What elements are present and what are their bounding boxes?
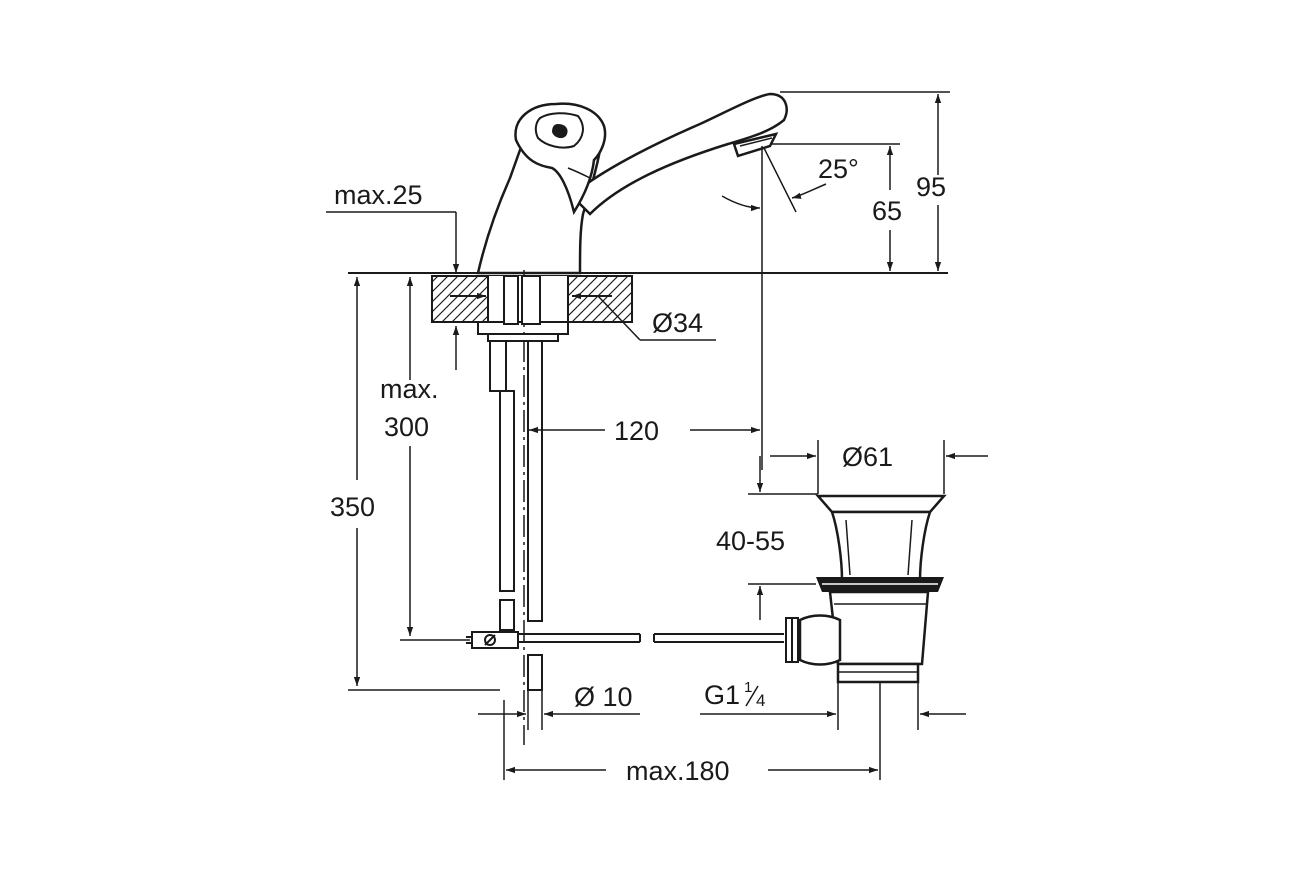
label-w120: 120 [614, 416, 659, 446]
label-max25: max.25 [334, 180, 423, 210]
hatch-line [431, 275, 469, 313]
label-max180: max.180 [626, 756, 730, 786]
hatch-line [621, 311, 633, 323]
hatch-line [611, 301, 633, 323]
label-h65: 65 [872, 196, 902, 226]
label-g-num: 1 [744, 679, 752, 696]
hatch-line [431, 275, 439, 283]
hatch-line [431, 275, 479, 323]
label-angle: 25° [818, 154, 859, 184]
label-h350: 350 [330, 492, 375, 522]
label-h95: 95 [916, 172, 946, 202]
supply-assembly [466, 270, 784, 745]
label-g-den: 4 [756, 691, 765, 710]
waste-drain [785, 494, 947, 684]
dimensions [326, 91, 988, 780]
faucet-body [476, 92, 788, 275]
hatch-line [591, 281, 633, 323]
dimension-labels: max.25 25° 65 95 Ø34 max. 300 350 120 Ø6… [330, 154, 946, 786]
hatch-line [601, 291, 633, 323]
label-max300-line2: 300 [384, 412, 429, 442]
label-g-thread: G1 1 4 [704, 679, 765, 710]
hatch-line [431, 275, 449, 293]
hatch-line [441, 275, 489, 323]
label-d61: Ø61 [842, 442, 893, 472]
label-d10: Ø 10 [574, 682, 633, 712]
hatch-line [581, 275, 629, 323]
label-g-main: G1 [704, 680, 740, 710]
hatch-line [571, 275, 619, 323]
hatch-line [431, 275, 459, 303]
label-max300-line1: max. [380, 374, 439, 404]
hatch-line [561, 275, 609, 323]
label-d34: Ø34 [652, 308, 703, 338]
label-r4055: 40-55 [716, 526, 785, 556]
countertop [348, 272, 948, 342]
